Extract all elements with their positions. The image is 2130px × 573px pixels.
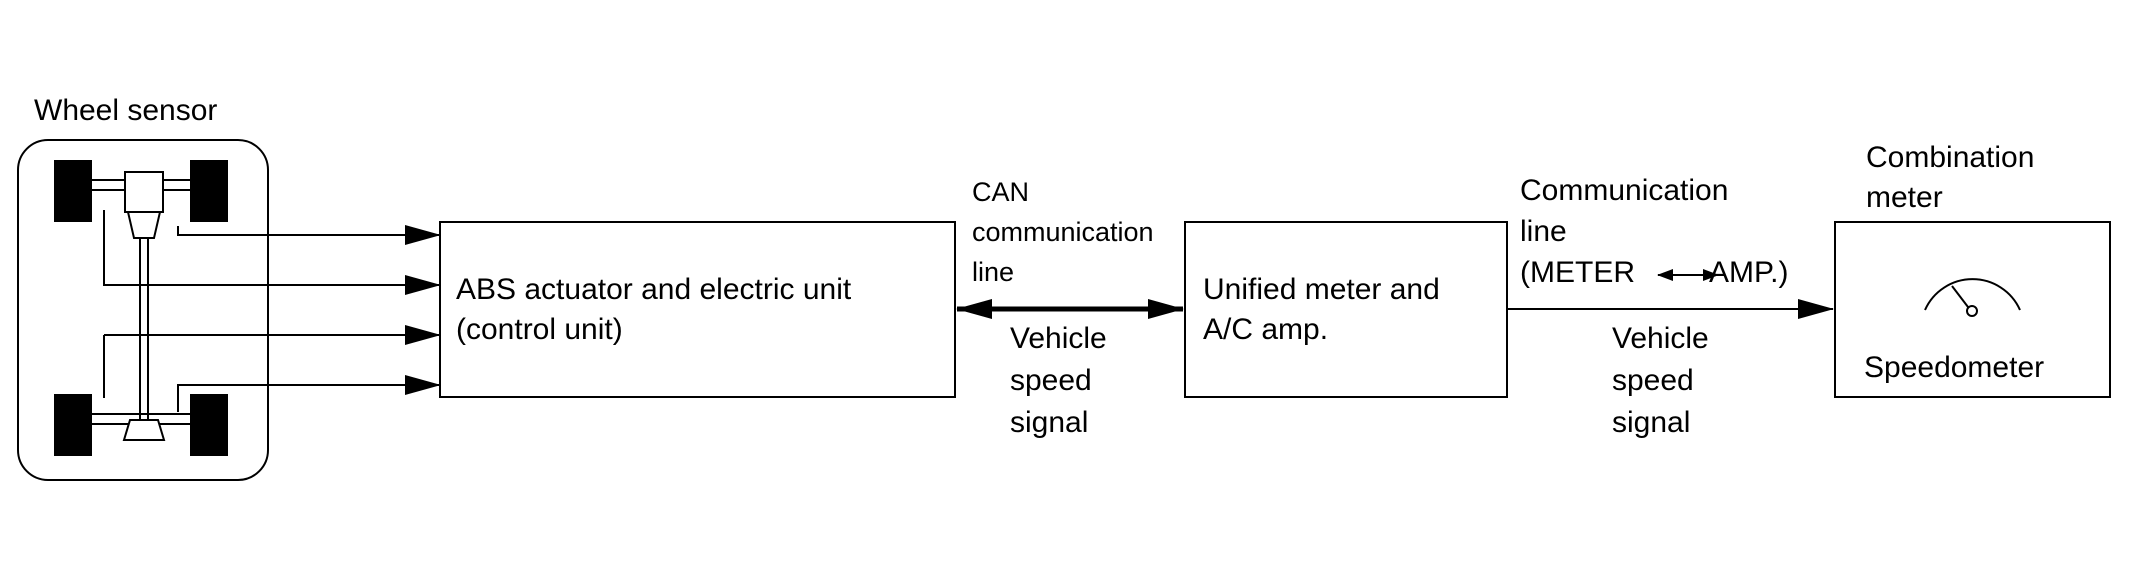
sensor-line-2 — [103, 210, 441, 295]
combination-label-line1: Combination — [1866, 141, 2035, 174]
speedometer-gauge-icon — [1924, 278, 2021, 317]
sensor-line-4 — [177, 375, 441, 412]
vehicle-speed-signal-left: Vehicle speed signal — [1010, 318, 1107, 444]
signal-left-line1: Vehicle — [1010, 322, 1107, 355]
unified-meter-label: Unified meter and A/C amp. — [1203, 270, 1440, 350]
front-axle-icon — [92, 171, 190, 239]
wheel-sensor-label: Wheel sensor — [34, 94, 218, 127]
comm-label-line1: Communication — [1520, 174, 1729, 207]
sensor-line-1 — [177, 225, 441, 245]
communication-line-label: Communication line (METER AMP.) — [1520, 170, 1788, 293]
can-line-label-line1: CAN — [972, 177, 1030, 207]
can-line-label-line2: communication — [972, 217, 1154, 247]
combination-meter-label: Combination meter — [1866, 138, 2034, 218]
signal-right-line1: Vehicle — [1612, 322, 1709, 355]
speedometer-label: Speedometer — [1864, 351, 2045, 384]
comm-label-line2: line — [1520, 215, 1567, 248]
wheel-sensor-frame — [17, 139, 269, 481]
vehicle-speed-signal-right: Vehicle speed signal — [1612, 318, 1709, 444]
can-line-label-line3: line — [972, 257, 1015, 287]
abs-unit-label: ABS actuator and electric unit (control … — [456, 270, 851, 350]
unified-meter-label-line1: Unified meter and — [1203, 273, 1440, 306]
unified-meter-label-line2: A/C amp. — [1203, 313, 1329, 346]
wheel-sensor-group — [17, 139, 269, 481]
signal-right-line2: speed — [1612, 364, 1694, 397]
signal-right-line3: signal — [1612, 406, 1691, 439]
sensor-signal-lines — [103, 210, 441, 412]
wheel-rear-right-icon — [190, 394, 228, 456]
abs-unit-box — [439, 221, 956, 398]
combination-label-line2: meter — [1866, 181, 1943, 214]
comm-label-amp: AMP.) — [1709, 256, 1789, 289]
comm-label-line3: (METER AMP.) — [1520, 252, 1788, 293]
signal-left-line2: speed — [1010, 364, 1092, 397]
can-line-label: CAN communication line — [972, 172, 1154, 292]
comm-label-meter: (METER — [1520, 256, 1635, 289]
signal-left-line3: signal — [1010, 406, 1089, 439]
wheel-front-right-icon — [190, 160, 228, 222]
rear-axle-icon — [92, 413, 190, 441]
abs-unit-label-line2: (control unit) — [456, 313, 623, 346]
wheel-front-left-icon — [54, 160, 92, 222]
wheel-rear-left-icon — [54, 394, 92, 456]
drive-shaft-icon — [139, 238, 149, 420]
abs-unit-label-line1: ABS actuator and electric unit — [456, 273, 852, 306]
